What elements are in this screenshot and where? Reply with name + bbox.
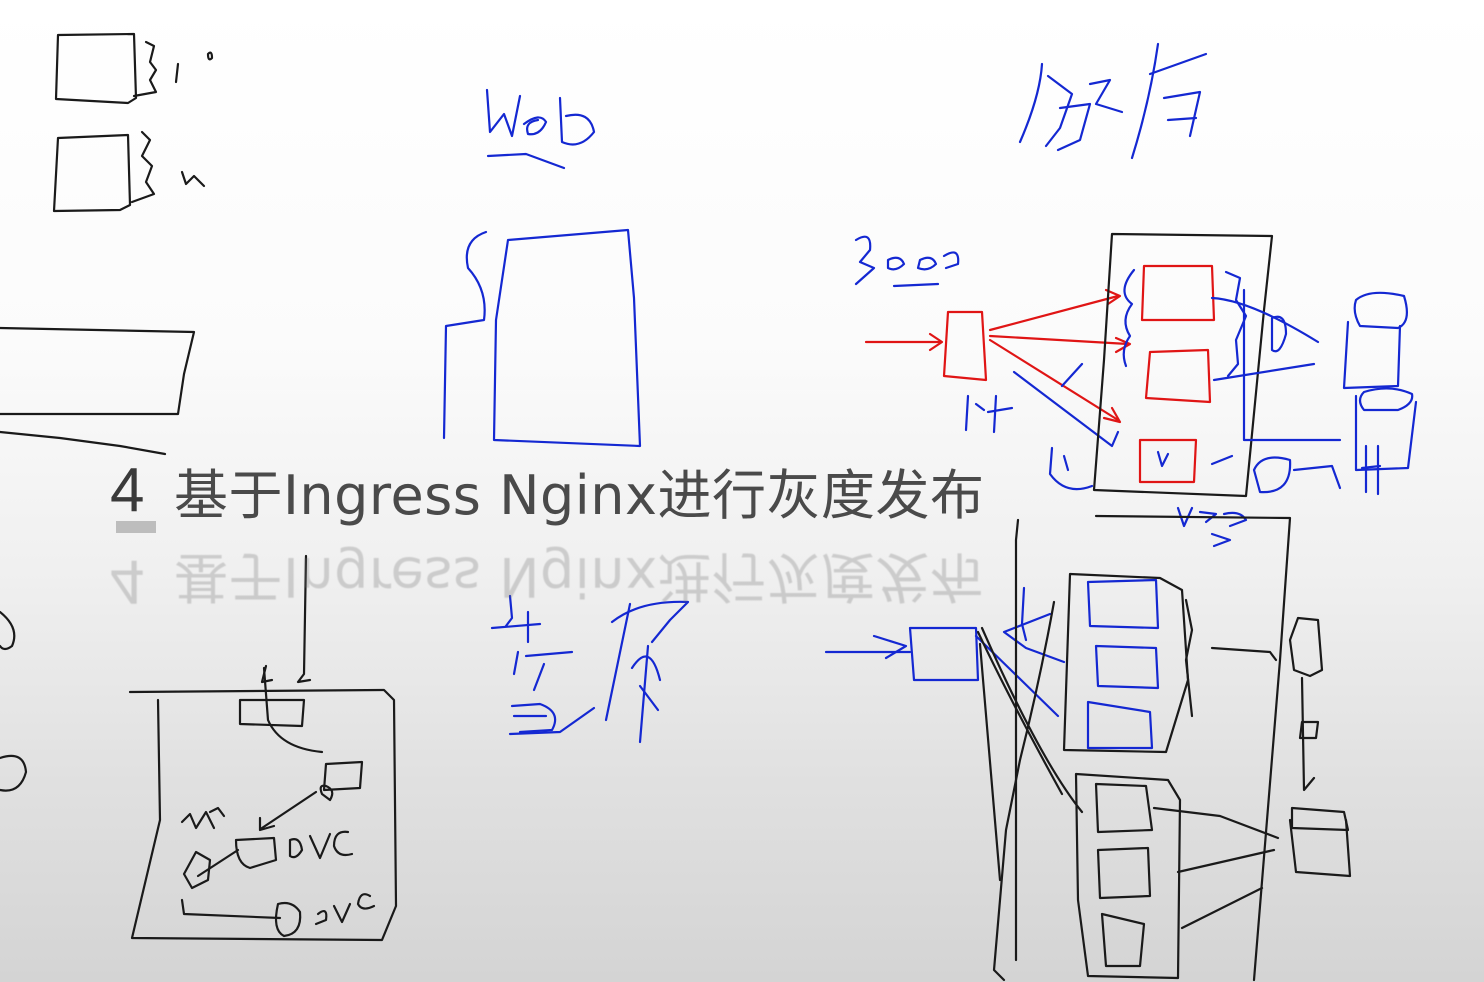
server-rack-sketch [1048,232,1342,548]
slide-title: 基于Ingress Nginx进行灰度发布 [174,464,985,527]
web-frame-sketch [442,228,642,448]
slide-number-underline [116,521,156,533]
database-cylinders-sketch [1342,291,1418,496]
slide-title-block: 4 基于Ingress Nginx进行灰度发布 4 基于Ingress Ngin… [110,455,1030,645]
top-right-handwriting [1018,42,1208,160]
slide-number: 4 [110,456,145,525]
slide-title-reflection: 4 基于Ingress Nginx进行灰度发布 [110,537,1030,617]
traffic-split-sketch [854,235,1132,448]
web-label-handwriting [485,88,596,170]
bottom-right-cluster-sketch [824,514,1352,982]
center-bottom-handwriting [490,594,690,744]
service-topology-sketch [128,554,398,942]
top-left-boxes-sketch [0,32,214,792]
slide-title-reflection-text: 基于Ingress Nginx进行灰度发布 [174,545,985,608]
slide-number-reflection: 4 [110,547,145,616]
